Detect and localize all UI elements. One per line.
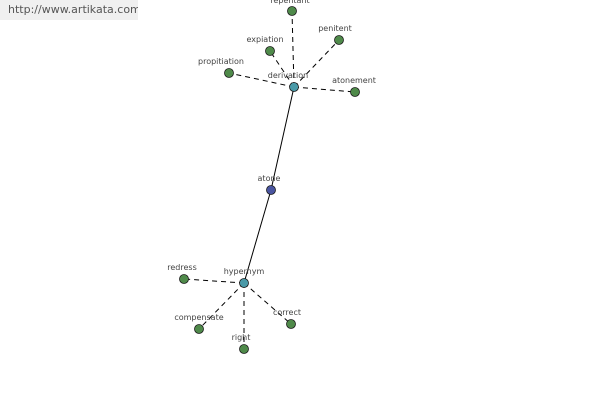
node-redress[interactable]: redress — [167, 263, 197, 284]
node-derivation[interactable]: derivation — [268, 71, 308, 92]
node-compensate[interactable]: compensate — [174, 313, 224, 334]
node-atonement[interactable]: atonement — [332, 76, 376, 97]
node-label-redress: redress — [167, 263, 196, 272]
node-label-atonement: atonement — [332, 76, 376, 85]
edge-hypernym-compensate — [198, 282, 245, 330]
node-label-right: right — [232, 333, 251, 342]
node-correct[interactable]: correct — [273, 308, 301, 329]
node-label-repentant: repentant — [270, 0, 309, 5]
source-link[interactable]: http://www.artikata.com — [0, 0, 138, 20]
node-repentant[interactable]: repentant — [270, 0, 310, 16]
edge-derivation-propitiation — [228, 72, 295, 88]
node-dot-expiation[interactable] — [265, 46, 275, 56]
node-label-expiation: expiation — [246, 35, 283, 44]
node-label-atone: atone — [258, 174, 281, 183]
node-dot-hypernym[interactable] — [239, 278, 249, 288]
node-dot-correct[interactable] — [286, 319, 296, 329]
node-expiation[interactable]: expiation — [246, 35, 284, 56]
node-dot-redress[interactable] — [179, 274, 189, 284]
node-atone[interactable]: atone — [258, 174, 281, 195]
node-right[interactable]: right — [232, 333, 251, 354]
edge-derivation-atonement — [293, 86, 356, 93]
node-dot-compensate[interactable] — [194, 324, 204, 334]
node-label-propitiation: propitiation — [198, 57, 244, 66]
edge-hypernym-redress — [183, 278, 245, 284]
node-label-derivation: derivation — [268, 71, 308, 80]
node-label-correct: correct — [273, 308, 301, 317]
edge-derivation-expiation — [269, 50, 295, 88]
node-propitiation[interactable]: propitiation — [198, 57, 244, 78]
edge-derivation-repentant — [291, 10, 295, 88]
edge-atone-derivation — [270, 86, 295, 191]
edge-atone-hypernym — [243, 189, 272, 284]
node-dot-propitiation[interactable] — [224, 68, 234, 78]
node-hypernym[interactable]: hypernym — [224, 267, 265, 288]
node-dot-right[interactable] — [239, 344, 249, 354]
node-dot-penitent[interactable] — [334, 35, 344, 45]
graph-edges — [183, 10, 356, 349]
edge-derivation-penitent — [293, 39, 340, 88]
node-label-penitent: penitent — [318, 24, 352, 33]
node-dot-repentant[interactable] — [287, 6, 297, 16]
edge-hypernym-correct — [243, 282, 292, 325]
node-label-compensate: compensate — [174, 313, 223, 322]
node-dot-atone[interactable] — [266, 185, 276, 195]
node-dot-atonement[interactable] — [350, 87, 360, 97]
node-dot-derivation[interactable] — [289, 82, 299, 92]
node-penitent[interactable]: penitent — [318, 24, 352, 45]
graph-nodes: repentant penitent expiation propitiation at… — [167, 0, 376, 354]
node-label-hypernym: hypernym — [224, 267, 265, 276]
